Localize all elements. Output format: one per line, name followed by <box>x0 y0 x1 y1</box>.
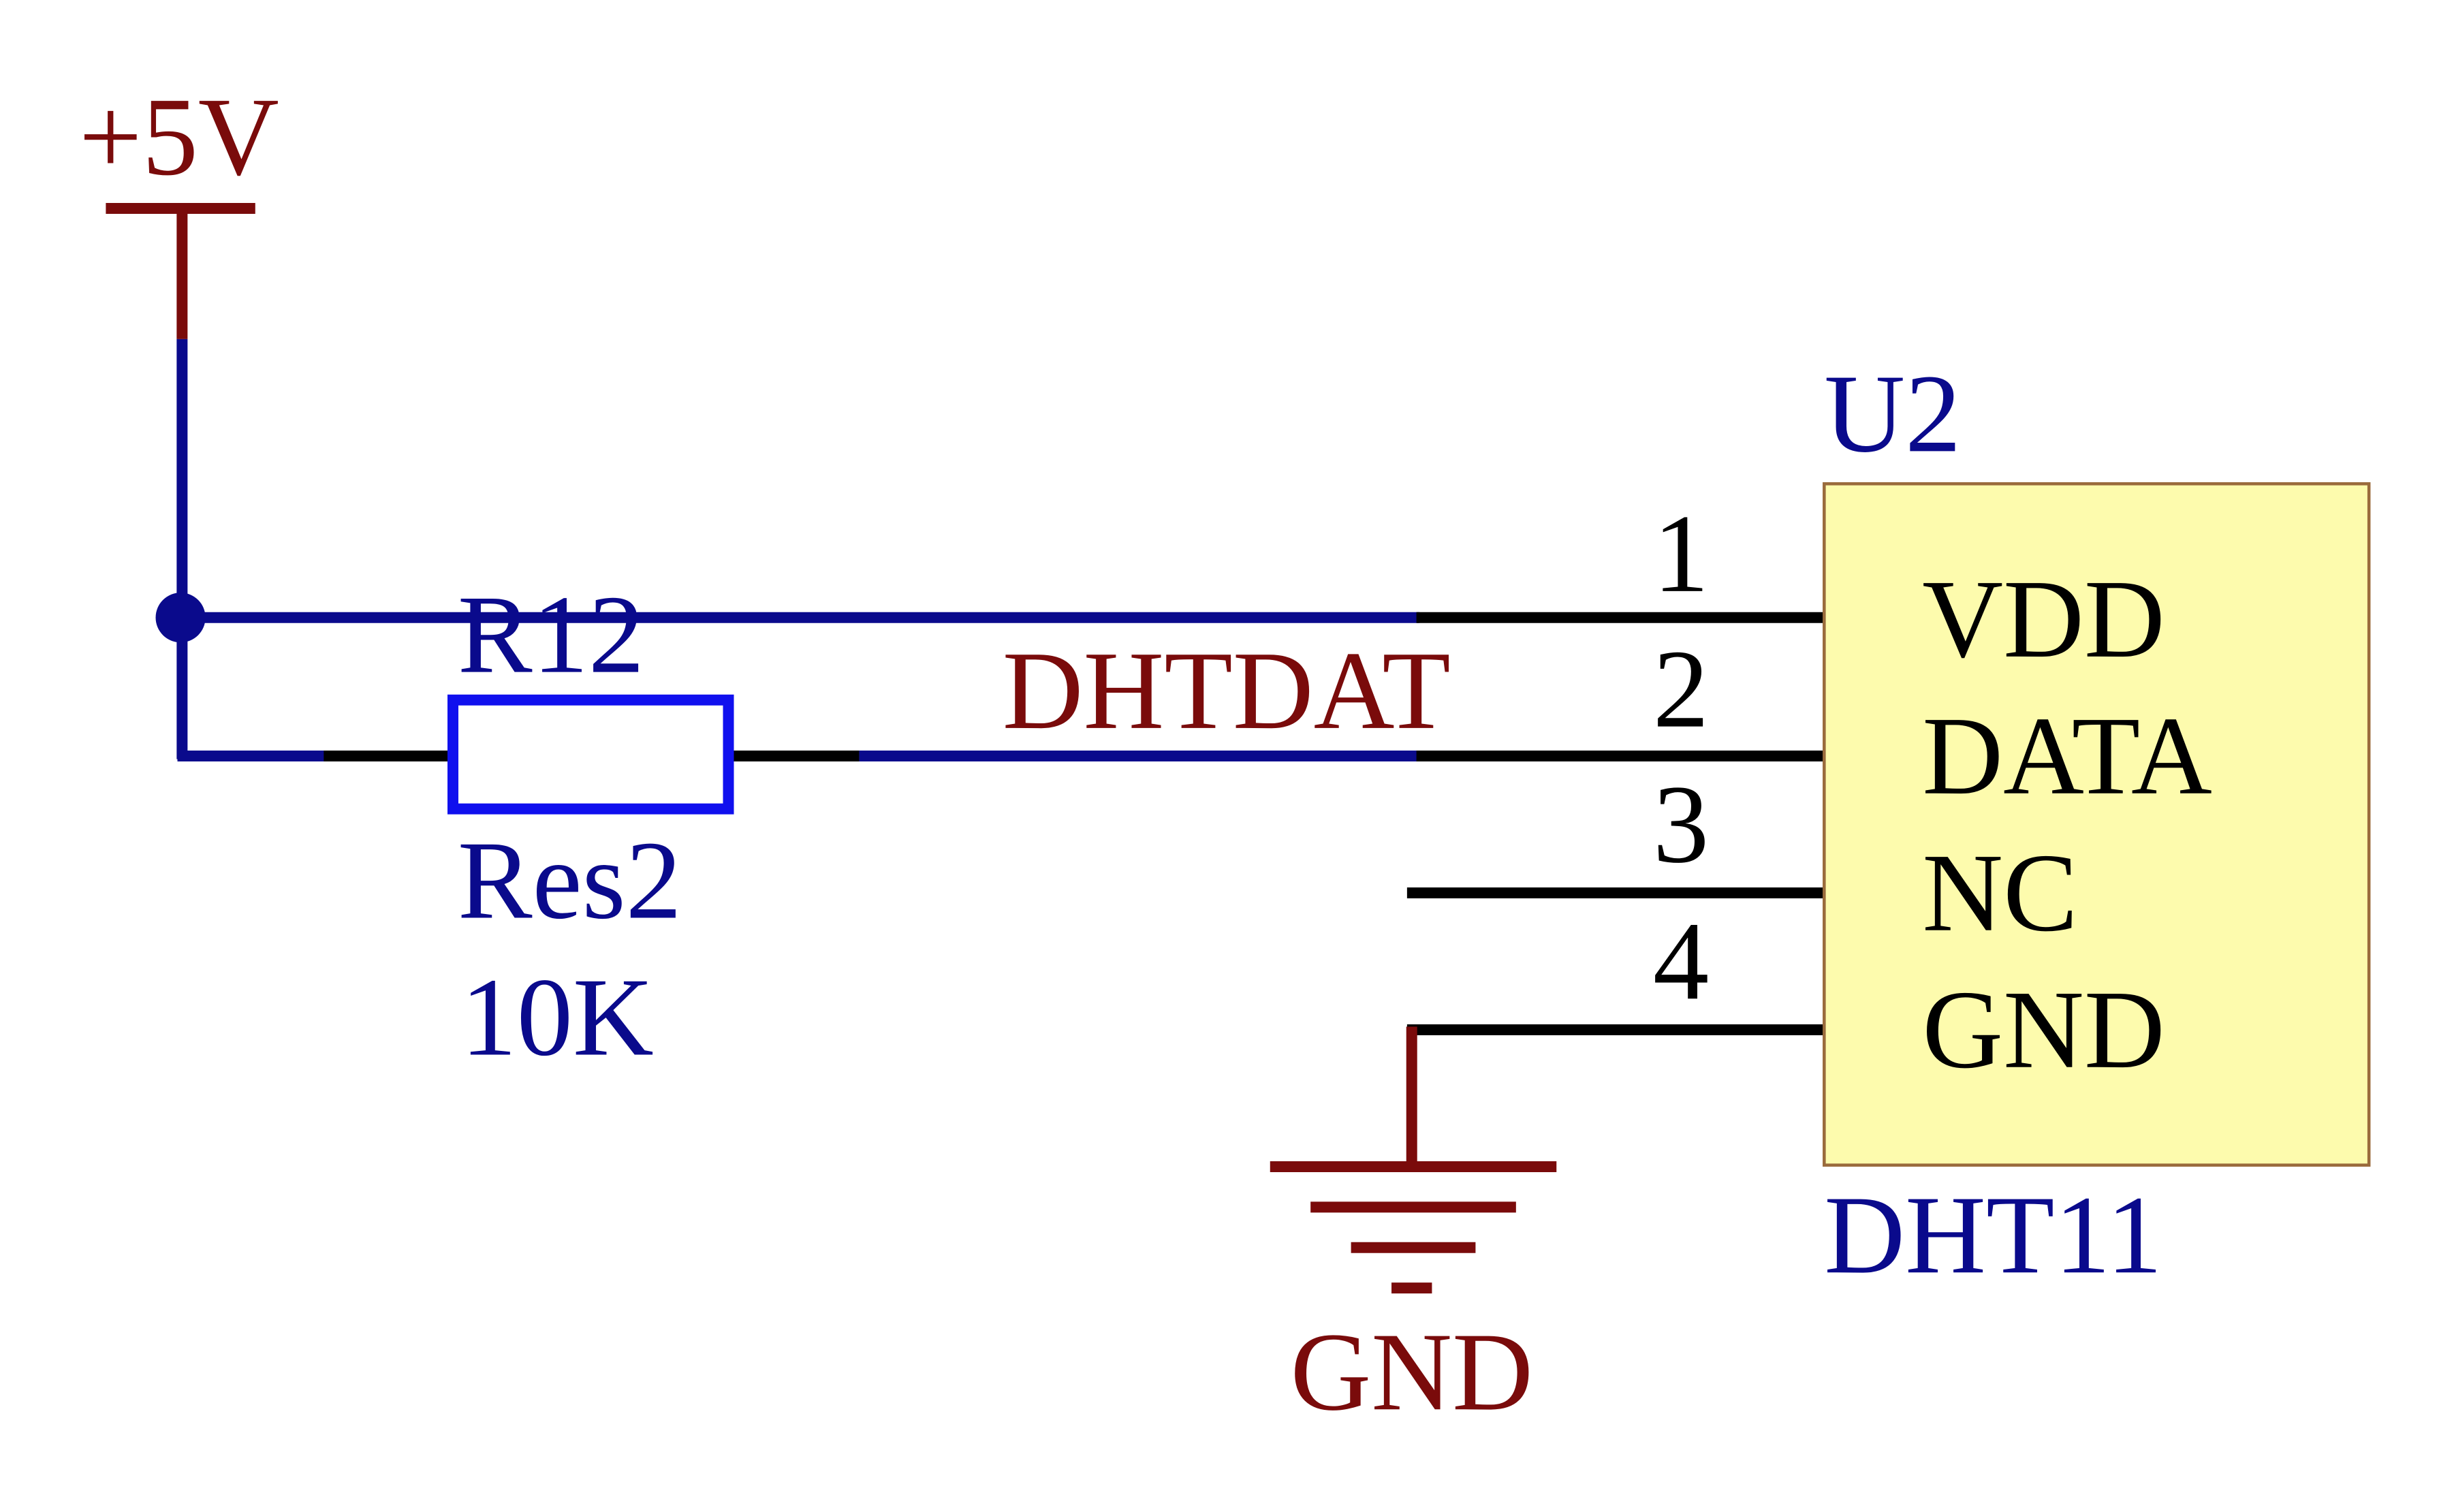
resistor-type: Res2 <box>458 818 682 943</box>
chip-part-name: DHT11 <box>1824 1172 2162 1297</box>
ground-symbol <box>1270 1026 1557 1294</box>
resistor-value: 10K <box>460 955 653 1080</box>
chip-body <box>1823 482 2371 1167</box>
net-label-dhtdat: DHTDAT <box>1003 628 1451 753</box>
pin-name-gnd: GND <box>1922 967 2165 1092</box>
pin-number: 2 <box>1653 627 1709 751</box>
chip-designator: U2 <box>1824 351 1961 475</box>
pin-number: 1 <box>1653 491 1709 616</box>
chip-pins <box>1406 612 1831 1035</box>
chip-u2: U2 DHT11 VDD DATA NC GND <box>1823 351 2371 1297</box>
wires <box>176 338 1420 761</box>
pin-names: VDD DATA NC GND <box>1922 556 2212 1092</box>
power-port-5v: +5V <box>79 74 279 339</box>
pin-name-vdd: VDD <box>1922 556 2165 681</box>
resistor-designator: R12 <box>458 572 644 697</box>
resistor-r12: R12 Res2 10K <box>324 572 860 1080</box>
pin-number: 3 <box>1653 761 1709 886</box>
ground-label: GND <box>1290 1309 1532 1434</box>
junction-dot <box>155 593 206 643</box>
resistor-body <box>447 694 734 815</box>
pin-name-nc: NC <box>1922 830 2078 955</box>
pin-name-data: DATA <box>1922 693 2212 818</box>
power-label: +5V <box>79 74 279 199</box>
pin-number: 4 <box>1653 898 1709 1023</box>
pin-numbers: 1 2 3 4 <box>1653 491 1709 1023</box>
